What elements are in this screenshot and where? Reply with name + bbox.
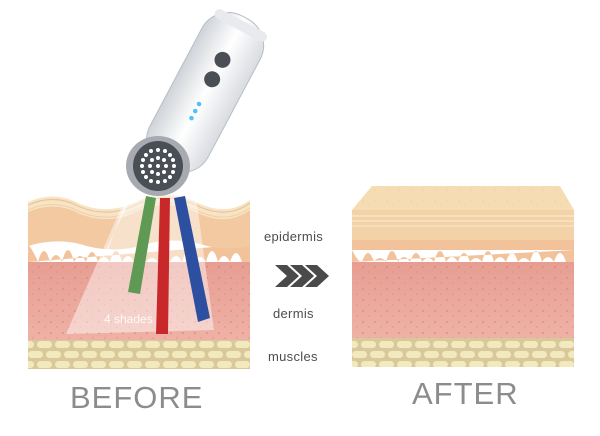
label-after: AFTER — [412, 376, 519, 411]
device-head — [126, 136, 190, 196]
label-before: BEFORE — [70, 380, 204, 415]
label-4-shades: 4 shades — [104, 312, 153, 326]
green-light-beam — [128, 196, 156, 294]
triple-chevron-right-icon — [275, 265, 329, 287]
after-skin-block — [352, 186, 574, 367]
red-light-beam — [156, 198, 170, 334]
blue-light-beam — [174, 196, 210, 322]
label-muscles: muscles — [268, 349, 318, 364]
label-epidermis: epidermis — [264, 229, 324, 244]
label-dermis: dermis — [273, 306, 314, 321]
light-therapy-device-icon — [146, 9, 267, 173]
